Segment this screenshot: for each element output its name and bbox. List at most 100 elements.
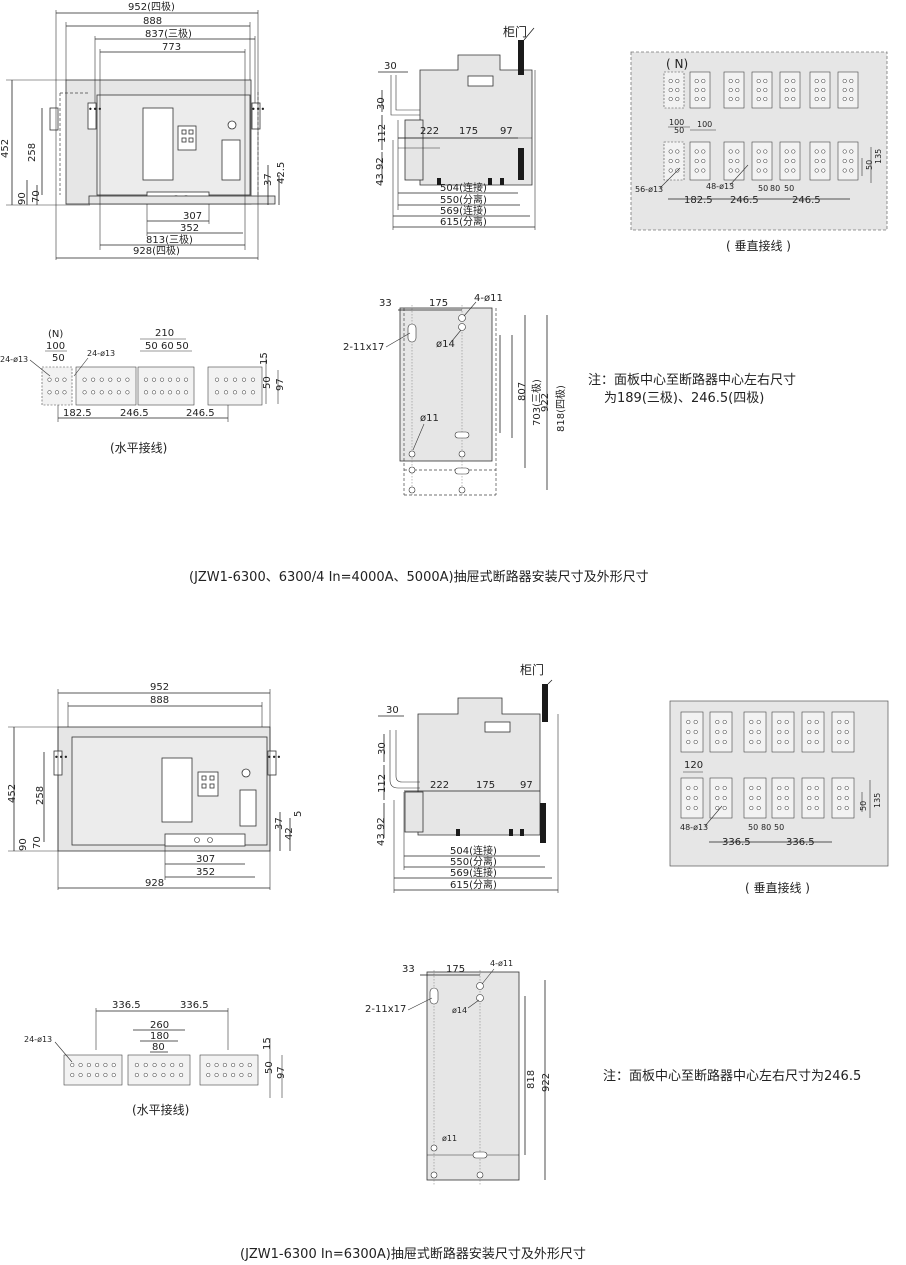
busbar-upper [779,71,801,109]
terminal-hole [170,1072,175,1078]
terminal-hole [814,739,819,745]
terminal-hole [715,719,720,725]
terminal-hole [749,805,754,811]
bottom-mount-phi11: ø11 [442,1134,457,1143]
terminal-hole [125,377,130,382]
bottom-side-dim-175: 175 [476,780,495,791]
terminal-hole [179,1062,184,1068]
terminal-hole [821,96,826,102]
bottom-front-bottom-2: 352 [196,867,215,878]
top-mount-slot: 2-11x17 [343,342,384,353]
busbar-upper [709,711,733,753]
busbar-lower [837,141,859,181]
terminal-hole [722,805,727,811]
terminal-hole [247,1072,252,1078]
top-hwiring-dim-50a: 50 [52,353,65,364]
top-mount-dim-807: 807 [517,382,528,401]
top-front-height-2: 258 [27,143,38,162]
terminal-hole [763,87,768,93]
terminal-hole [214,1062,219,1068]
top-vwiring-dim-50b: 50 [784,184,794,193]
top-front-width-1: 952(四极) [128,0,175,13]
top-side-dim-175: 175 [459,126,478,137]
terminal-hole [70,1062,75,1068]
top-vwiring-neutral: ( N) [666,57,688,71]
terminal-hole [821,168,826,173]
busbar-lower [751,141,773,181]
terminal-hole [151,377,157,382]
top-note-line2: 为189(三极)、246.5(四极) [604,391,764,406]
terminal-hole [791,87,796,93]
terminal-hole [749,719,754,725]
terminal-hole [784,158,789,164]
terminal-hole [701,87,706,93]
top-front-width-2: 888 [143,16,162,27]
terminal-hole [791,78,796,84]
bottom-mount-phi14: ø14 [452,1006,467,1015]
terminal-hole [668,96,673,102]
terminal-hole [777,795,782,801]
terminal-hole [78,1062,83,1068]
terminal-hole [152,1062,157,1068]
bottom-horizontal-wiring: 336.5 336.5 260 180 80 24-ø13 15 50 97 (… [24,1000,287,1117]
terminal-hole [849,78,854,84]
bottom-front-height-1: 452 [7,784,18,803]
terminal-hole [763,78,768,84]
terminal-hole [735,158,740,164]
terminal-hole [763,149,768,154]
busbar-lower [771,777,795,819]
terminal-hole [668,158,673,164]
terminal-hole [722,729,727,735]
terminal-hole [241,377,247,382]
terminal-hole [814,149,819,154]
busbar-lower [680,777,704,819]
terminal-hole [842,149,847,154]
terminal-hole [47,390,52,395]
bottom-side-depth-1: 504(连接) [450,844,497,857]
terminal-hole [686,719,691,725]
terminal-hole [842,78,847,84]
top-vwiring-dim-50c: 50 [865,160,874,170]
terminal-hole [807,795,812,801]
bottom-side-door: 柜门 [520,662,544,677]
terminal-hole [837,729,842,735]
top-side-dim-30b: 30 [376,97,387,110]
terminal-hole [694,96,699,102]
top-front-right-2: 42.5 [276,162,287,184]
top-vertical-wiring: ( N) 100 50 100 56-ø13 48-ø13 182.5 246.… [630,51,888,253]
terminal-hole [777,785,782,791]
bottom-side-view: 柜门 30 30 112 43 92 222 175 97 504(连接) 55… [376,662,559,893]
bottom-hwiring-dim-336b: 336.5 [180,1000,209,1011]
terminal-hole [91,390,96,395]
busbar-horizontal [63,1054,123,1086]
busbar-horizontal [41,366,73,406]
bottom-vwiring-caption: ( 垂直接线 ) [745,880,810,895]
terminal-hole [152,1072,157,1078]
terminal-hole [784,785,789,791]
bottom-front-right-2: 42 [284,827,295,840]
bottom-side-dim-97: 97 [520,780,533,791]
top-caption: (JZW1-6300、6300/4 In=4000A、5000A)抽屉式断路器安… [189,569,649,585]
busbar-upper [771,711,795,753]
terminal-hole [668,168,673,173]
terminal-hole [167,390,173,395]
terminal-hole [844,805,849,811]
terminal-hole [170,1062,175,1068]
terminal-hole [749,785,754,791]
busbar-lower [809,141,831,181]
terminal-hole [143,1062,148,1068]
terminal-hole [686,805,691,811]
terminal-hole [86,1072,91,1078]
terminal-hole [849,149,854,154]
terminal-hole [807,785,812,791]
terminal-hole [722,785,727,791]
top-front-bottom-4: 928(四极) [133,244,180,257]
busbar-lower [689,141,711,181]
bottom-front-view: ••• ••• 952 888 452 258 90 70 37 42 5 30… [7,682,304,890]
terminal-hole [784,168,789,173]
terminal-hole [231,1062,236,1068]
terminal-hole [777,805,782,811]
terminal-hole [159,377,165,382]
bottom-hwiring-dim-15: 15 [262,1037,273,1050]
terminal-hole [849,96,854,102]
